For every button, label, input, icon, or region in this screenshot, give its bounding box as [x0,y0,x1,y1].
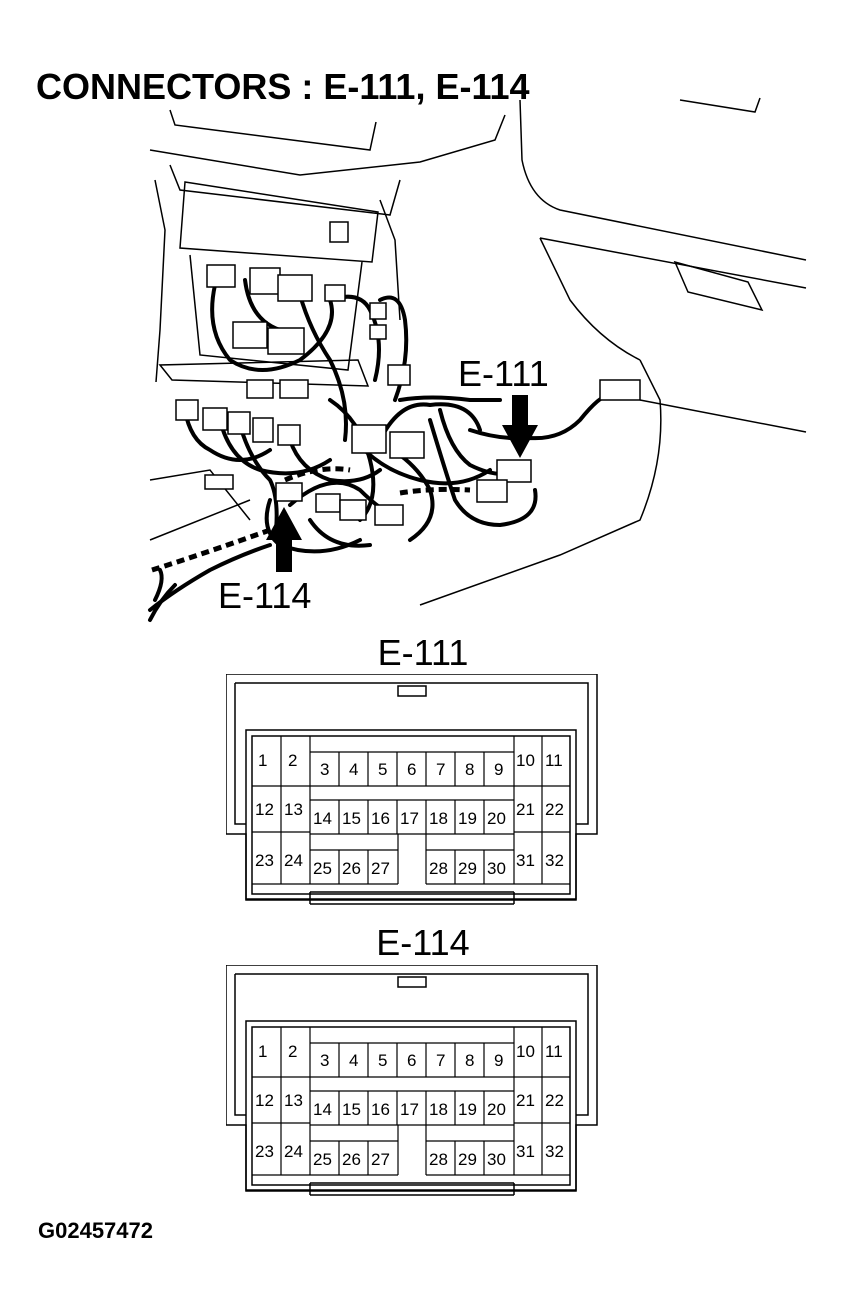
pin-label: 28 [429,859,448,878]
pin-label: 13 [284,800,303,819]
pin-label: 12 [255,800,274,819]
pin-label: 17 [400,809,419,828]
pin-label: 23 [255,1142,274,1161]
connector-title-e111: E-111 [377,632,469,673]
pin-label: 28 [429,1150,448,1169]
connector-title-e114: E-114 [376,922,470,963]
pin-label: 21 [516,800,535,819]
pin-label: 8 [465,760,474,779]
pin-label: 29 [458,1150,477,1169]
figure-code: G02457472 [38,1218,153,1243]
pin-label: 27 [371,859,390,878]
pin-label: 13 [284,1091,303,1110]
pin-label: 26 [342,859,361,878]
page-title: CONNECTORS : E-111, E-114 [36,66,530,107]
harness-illustration: E-111 E-114 [148,97,807,622]
pin-label: 11 [545,751,563,770]
pin-label: 31 [516,851,535,870]
pin-label: 32 [545,1142,564,1161]
pin-label: 2 [288,1042,297,1061]
pin-label: 10 [516,1042,535,1061]
pin-label: 14 [313,1100,332,1119]
pin-label: 5 [378,1051,387,1070]
pin-label: 26 [342,1150,361,1169]
pin-label: 27 [371,1150,390,1169]
pin-label: 12 [255,1091,274,1110]
pin-label: 8 [465,1051,474,1070]
pin-label: 30 [487,859,506,878]
connector-e114-face: 1 2 3 4 5 6 7 8 9 10 11 12 13 14 15 16 1… [226,965,598,1196]
pin-label: 19 [458,809,477,828]
pin-label: 11 [545,1042,563,1061]
pin-label: 4 [349,760,358,779]
pin-label: 10 [516,751,535,770]
pin-label: 20 [487,809,506,828]
pin-label: 24 [284,1142,303,1161]
pin-label: 16 [371,809,390,828]
callout-upper: E-111 [458,353,549,394]
pin-label: 7 [436,760,445,779]
pin-label: 31 [516,1142,535,1161]
pin-label: 5 [378,760,387,779]
pin-label: 24 [284,851,303,870]
pin-label: 18 [429,809,448,828]
pin-label: 22 [545,800,564,819]
pin-label: 15 [342,809,361,828]
pin-label: 32 [545,851,564,870]
pin-label: 19 [458,1100,477,1119]
pin-label: 18 [429,1100,448,1119]
pin-label: 9 [494,1051,503,1070]
pin-label: 30 [487,1150,506,1169]
pin-label: 22 [545,1091,564,1110]
pin-label: 3 [320,1051,329,1070]
pin-label: 29 [458,859,477,878]
pin-label: 4 [349,1051,358,1070]
pin-label: 25 [313,1150,332,1169]
pin-label: 21 [516,1091,535,1110]
connector-e111-face: 1 2 3 4 5 6 7 8 9 10 11 12 13 14 15 16 1… [226,674,598,905]
pin-label: 9 [494,760,503,779]
callout-arrows [266,395,538,572]
pin-label: 6 [407,760,416,779]
pin-label: 16 [371,1100,390,1119]
pin-label: 20 [487,1100,506,1119]
pin-label: 6 [407,1051,416,1070]
callout-lower: E-114 [218,575,311,616]
pin-label: 17 [400,1100,419,1119]
pin-label: 25 [313,859,332,878]
pin-label: 7 [436,1051,445,1070]
pin-label: 14 [313,809,332,828]
pin-label: 15 [342,1100,361,1119]
pin-label: 1 [258,1042,267,1061]
pin-label: 2 [288,751,297,770]
pin-label: 23 [255,851,274,870]
pin-label: 1 [258,751,267,770]
pin-label: 3 [320,760,329,779]
